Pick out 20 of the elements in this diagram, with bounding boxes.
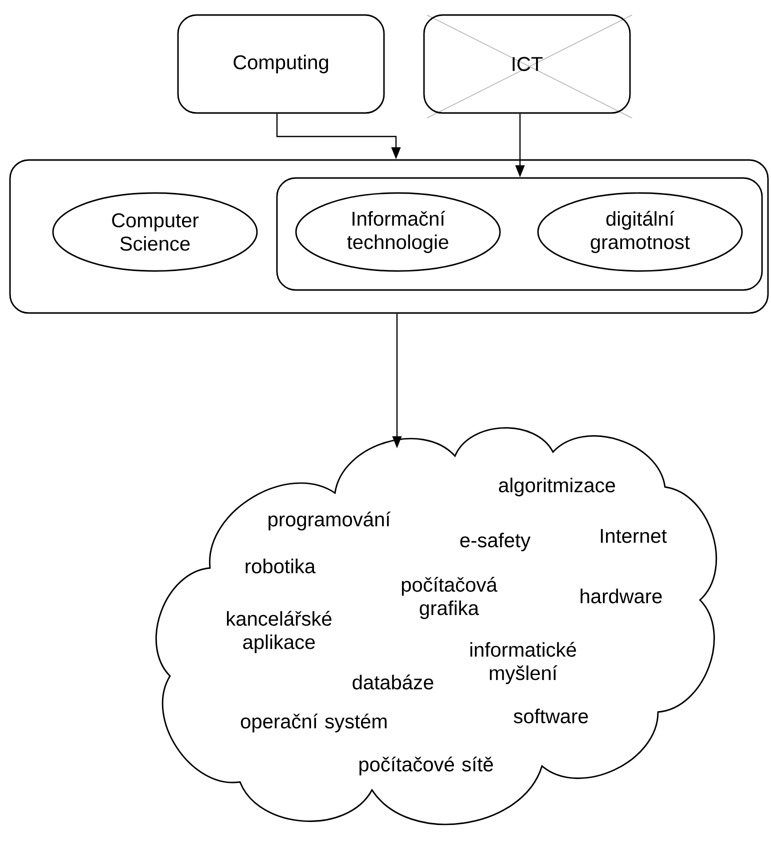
rounded-box [276, 177, 763, 291]
keyword-text: počítačové sítě [359, 756, 493, 776]
keyword-text: informatické myšlení [470, 642, 576, 684]
crossed-out-box: ICT [423, 14, 631, 114]
rounded-box [9, 159, 769, 314]
keyword-text: robotika [246, 558, 316, 574]
keyword-text: hardware [580, 588, 662, 604]
ellipse-node: Computer Science [52, 192, 258, 272]
keyword-text: kancelářské aplikace [226, 610, 332, 654]
keyword-text: operační systém [240, 714, 387, 732]
keyword-text: databáze [352, 674, 434, 690]
ellipse-node: digitální gramotnost [537, 192, 743, 272]
keyword-text: algoritmizace [498, 478, 615, 496]
rounded-box: Computing [177, 14, 385, 114]
keyword-text: programování [268, 512, 391, 530]
keyword-text: počítačová grafika [402, 576, 498, 620]
keyword-text: software [514, 708, 588, 724]
keyword-text: Internet [600, 529, 667, 543]
keyword-text: e-safety [460, 532, 531, 552]
ellipse-node: Informační technologie [295, 192, 501, 272]
